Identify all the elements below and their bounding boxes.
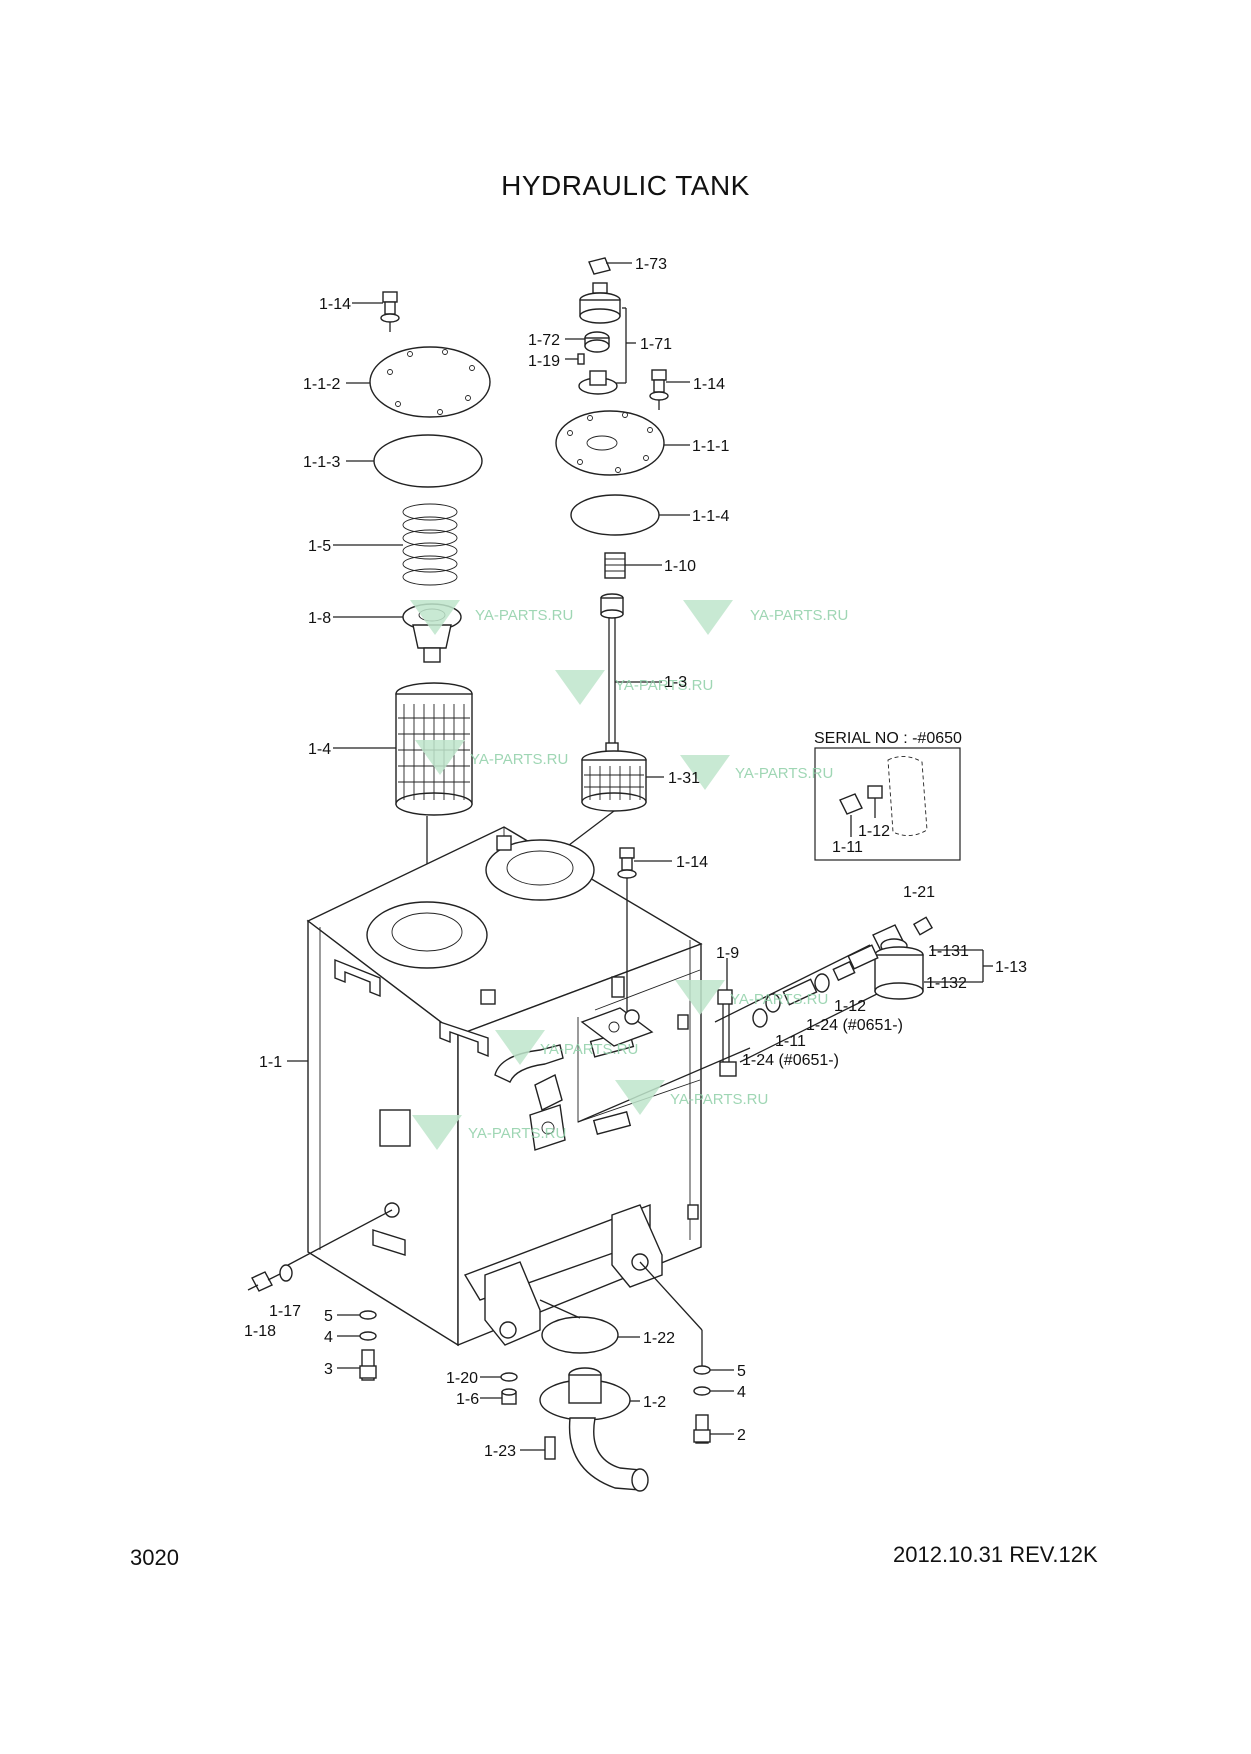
page-number: 3020 xyxy=(130,1545,179,1570)
svg-text:YA-PARTS.RU: YA-PARTS.RU xyxy=(540,1041,638,1058)
label-4-a: 4 xyxy=(324,1329,333,1346)
revision-date: 2012.10.31 REV.12K xyxy=(893,1542,1098,1567)
label-1-13: 1-13 xyxy=(995,959,1027,976)
breather-1-71 xyxy=(579,282,636,384)
label-1-5: 1-5 xyxy=(308,538,331,555)
part-1-72 xyxy=(565,331,610,353)
label-1-11: 1-11 xyxy=(775,1033,806,1050)
bolt-stack-right xyxy=(639,1261,734,1444)
label-1-1-4: 1-1-4 xyxy=(692,508,729,525)
level-sensor-1-9 xyxy=(717,958,737,1077)
breather-adapter xyxy=(578,370,618,395)
label-1-10: 1-10 xyxy=(664,558,696,575)
filter-element-1-4 xyxy=(333,682,473,935)
svg-text:YA-PARTS.RU: YA-PARTS.RU xyxy=(475,607,573,624)
svg-text:YA-PARTS.RU: YA-PARTS.RU xyxy=(670,1091,768,1108)
spring-1-5 xyxy=(333,503,458,586)
serial-inset-box xyxy=(814,747,961,861)
label-1-132: 1-132 xyxy=(926,975,967,992)
label-1-12-box: 1-12 xyxy=(858,823,890,840)
page-title: HYDRAULIC TANK xyxy=(501,170,750,201)
oring-1-1-4 xyxy=(570,494,690,536)
label-1-1-3: 1-1-3 xyxy=(303,454,340,471)
label-1-3: 1-3 xyxy=(664,674,687,691)
label-1-14-c: 1-14 xyxy=(676,854,708,871)
svg-text:YA-PARTS.RU: YA-PARTS.RU xyxy=(730,991,828,1008)
label-1-73: 1-73 xyxy=(635,256,667,273)
label-1-1-1: 1-1-1 xyxy=(692,438,729,455)
watermark-group: YA-PARTS.RU YA-PARTS.RU YA-PARTS.RU YA-P… xyxy=(410,600,848,1150)
label-1-19: 1-19 xyxy=(528,353,560,370)
bolt-1-14-right xyxy=(649,369,690,410)
sensor-1-18 xyxy=(247,1209,393,1292)
strainer-1-31 xyxy=(535,750,664,871)
svg-text:YA-PARTS.RU: YA-PARTS.RU xyxy=(468,1125,566,1142)
line-filter-assembly xyxy=(577,916,993,1123)
label-1-24-b: 1-24 (#0651-) xyxy=(742,1052,839,1069)
watermark-3: YA-PARTS.RU xyxy=(555,670,713,705)
label-1-12: 1-12 xyxy=(834,998,866,1015)
label-1-14-b: 1-14 xyxy=(693,376,725,393)
label-1-72: 1-72 xyxy=(528,332,560,349)
label-1-21: 1-21 xyxy=(903,884,935,901)
mounting-bracket xyxy=(580,1007,654,1047)
screw-1-19 xyxy=(565,353,585,365)
watermark-2: YA-PARTS.RU xyxy=(683,600,848,635)
svg-text:YA-PARTS.RU: YA-PARTS.RU xyxy=(735,765,833,782)
label-1-22: 1-22 xyxy=(643,1330,675,1347)
bolt-1-14-tank xyxy=(617,847,672,1020)
bolt-1-14-left xyxy=(352,291,400,332)
label-1-131: 1-131 xyxy=(928,943,969,960)
gasket-1-22 xyxy=(539,1299,640,1354)
label-5-a: 5 xyxy=(324,1308,333,1325)
label-1-8: 1-8 xyxy=(308,610,331,627)
label-1-20: 1-20 xyxy=(446,1370,478,1387)
watermark-6: YA-PARTS.RU xyxy=(675,980,828,1015)
label-1-1-2: 1-1-2 xyxy=(303,376,340,393)
suction-pipe-1-2 xyxy=(539,1367,649,1492)
label-1-24-a: 1-24 (#0651-) xyxy=(806,1017,903,1034)
watermark-7: YA-PARTS.RU xyxy=(495,1030,638,1065)
drain-plug-1-6 xyxy=(480,1372,518,1405)
label-3: 3 xyxy=(324,1361,333,1378)
label-1-14-a: 1-14 xyxy=(319,296,351,313)
watermark-8: YA-PARTS.RU xyxy=(615,1080,768,1115)
serial-box-title: SERIAL NO : -#0650 xyxy=(814,730,962,747)
bolt-1-23 xyxy=(520,1436,556,1460)
label-1-1: 1-1 xyxy=(259,1054,282,1071)
label-4-b: 4 xyxy=(737,1384,746,1401)
label-5-b: 5 xyxy=(737,1363,746,1380)
bolt-stack-left xyxy=(337,1310,377,1381)
part-labels: 1-73 1-14 1-72 1-71 1-19 1-14 1-1-2 1-1-… xyxy=(244,256,1027,1460)
label-1-4: 1-4 xyxy=(308,741,331,758)
label-2: 2 xyxy=(737,1427,746,1444)
cover-1-1-2 xyxy=(346,346,491,418)
label-1-18: 1-18 xyxy=(244,1323,276,1340)
watermark-9: YA-PARTS.RU xyxy=(412,1115,566,1150)
cap-1-73 xyxy=(588,257,632,275)
svg-text:YA-PARTS.RU: YA-PARTS.RU xyxy=(615,677,713,694)
spring-1-10 xyxy=(604,552,662,579)
label-1-2: 1-2 xyxy=(643,1394,666,1411)
svg-text:YA-PARTS.RU: YA-PARTS.RU xyxy=(750,607,848,624)
label-1-9: 1-9 xyxy=(716,945,739,962)
oring-1-1-3 xyxy=(346,434,483,488)
rod-1-3 xyxy=(600,593,662,753)
watermark-1: YA-PARTS.RU xyxy=(410,600,573,635)
svg-text:YA-PARTS.RU: YA-PARTS.RU xyxy=(470,751,568,768)
watermark-5: YA-PARTS.RU xyxy=(680,755,833,790)
label-1-71: 1-71 xyxy=(640,336,672,353)
label-1-31: 1-31 xyxy=(668,770,700,787)
watermark-4: YA-PARTS.RU xyxy=(415,740,568,775)
label-1-6: 1-6 xyxy=(456,1391,479,1408)
label-1-17: 1-17 xyxy=(269,1303,301,1320)
label-1-11-box: 1-11 xyxy=(832,839,863,856)
cover-1-1-1 xyxy=(555,410,690,476)
label-1-23: 1-23 xyxy=(484,1443,516,1460)
